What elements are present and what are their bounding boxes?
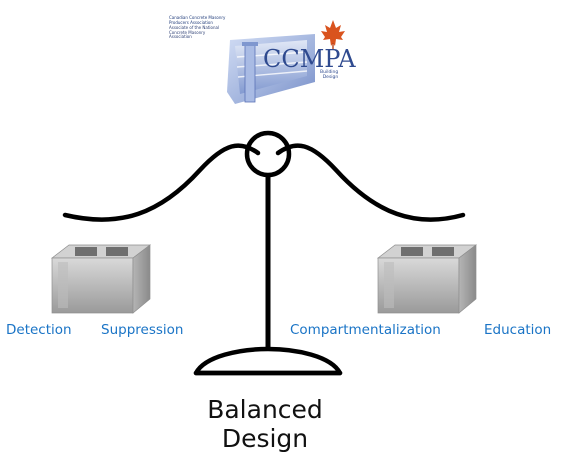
caption-line-1: Balanced bbox=[207, 395, 323, 424]
logo-affiliate-line-3: Association bbox=[169, 34, 192, 39]
logo-affiliate-line-2: Concrete Masonry bbox=[169, 29, 206, 35]
caption-line-2: Design bbox=[221, 424, 309, 453]
concrete-block-left bbox=[50, 244, 152, 314]
concrete-block-right bbox=[376, 244, 478, 314]
maple-leaf-icon bbox=[321, 20, 345, 49]
logo-building-graphic bbox=[227, 20, 345, 104]
logo-acronym: CCMPA bbox=[263, 45, 356, 73]
scale-beam bbox=[62, 143, 466, 222]
label-suppression: Suppression bbox=[101, 322, 184, 338]
scale-pivot bbox=[244, 130, 292, 178]
label-education: Education bbox=[484, 322, 552, 338]
logo-org-line-1: Canadian Concrete Masonry bbox=[169, 15, 226, 20]
label-detection: Detection bbox=[6, 322, 72, 338]
logo-org-line-2: Producers Association bbox=[169, 19, 213, 25]
logo-tagline-line-1: Building bbox=[320, 70, 339, 75]
label-compartmentalization: Compartmentalization bbox=[290, 322, 441, 338]
caption: Balanced Design bbox=[165, 395, 365, 453]
ccmpa-logo: Canadian Concrete Masonry Producers Asso… bbox=[165, 12, 365, 112]
scale-base bbox=[193, 346, 343, 376]
logo-tagline-line-2: Design bbox=[322, 75, 339, 80]
logo-tagline: Building Design bbox=[320, 70, 338, 80]
logo-affiliate-line-1: Associate of the National bbox=[169, 25, 220, 30]
